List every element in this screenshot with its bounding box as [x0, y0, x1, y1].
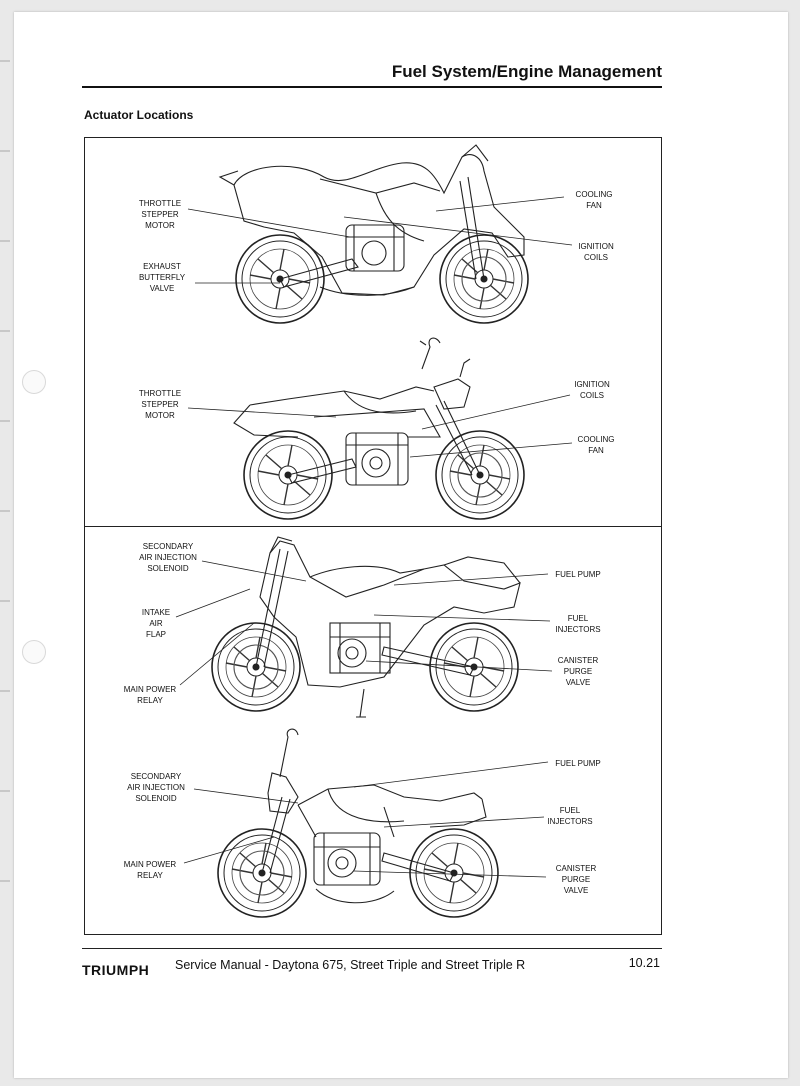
binder-mark — [0, 510, 10, 512]
leader-lines-fig4 — [183, 761, 549, 878]
binder-hole — [22, 640, 46, 664]
motorcycle-daytona-left — [218, 144, 529, 324]
page-title: Fuel System/Engine Management — [391, 62, 662, 81]
section-title: Actuator Locations — [84, 108, 194, 122]
motorcycle-daytona-right — [211, 536, 521, 718]
binder-hole — [22, 370, 46, 394]
leader-lines-fig3 — [175, 560, 553, 686]
page-number: 10.21 — [628, 956, 660, 970]
binder-mark — [0, 690, 10, 692]
triumph-logo: TRIUMPH — [82, 962, 150, 978]
figure-frame — [84, 137, 662, 935]
binder-mark — [0, 420, 10, 422]
motorcycle-street-triple-left — [233, 337, 525, 520]
binder-mark — [0, 150, 10, 152]
motorcycle-street-triple-right — [217, 728, 499, 918]
leader-lines-fig1 — [187, 196, 573, 284]
binder-mark — [0, 790, 10, 792]
label-fuel-pump: FUEL PUMP — [555, 759, 601, 768]
manual-title: Service Manual - Daytona 675, Street Tri… — [175, 958, 526, 972]
binder-mark — [0, 240, 10, 242]
header-divider — [82, 86, 662, 88]
binder-mark — [0, 880, 10, 882]
manual-page — [14, 12, 788, 1078]
figure-divider — [84, 526, 662, 527]
binder-mark — [0, 60, 10, 62]
footer-divider — [82, 948, 662, 949]
binder-mark — [0, 600, 10, 602]
binder-mark — [0, 330, 10, 332]
leader-lines-fig2 — [187, 394, 573, 458]
label-fuel-pump: FUEL PUMP — [555, 570, 601, 579]
